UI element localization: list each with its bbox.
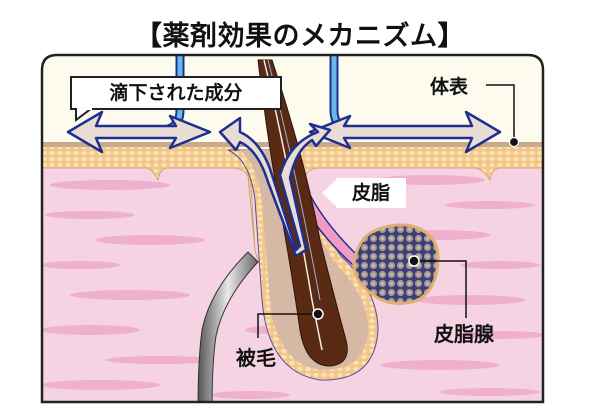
diagram-title: 【薬剤効果のメカニズム】 [135, 21, 465, 52]
hair-dot [312, 308, 324, 320]
applied-component-callout: 滴下された成分 [70, 76, 282, 110]
hair-leader [257, 313, 318, 338]
follicle-flow-arrow [218, 116, 332, 258]
coat-hair-label: 被毛 [236, 346, 276, 370]
applicator-tube [197, 251, 259, 402]
sebaceous-gland-label: 皮脂腺 [434, 322, 494, 346]
body-surface-leader [486, 84, 515, 140]
body-surface-label: 体表 [430, 76, 469, 98]
gland-leader [414, 260, 467, 318]
callout-pointer [75, 108, 93, 122]
sebum-label: 皮脂 [336, 178, 406, 208]
sebum-tag-point [322, 178, 338, 208]
spread-arrow-right [308, 110, 502, 154]
spread-arrow-left [66, 110, 212, 154]
body-surface-dot [508, 136, 520, 148]
diagram-frame [40, 53, 545, 404]
applied-component-label: 滴下された成分 [109, 82, 243, 104]
gland-dot [408, 255, 420, 267]
sebaceous-gland [352, 223, 440, 305]
